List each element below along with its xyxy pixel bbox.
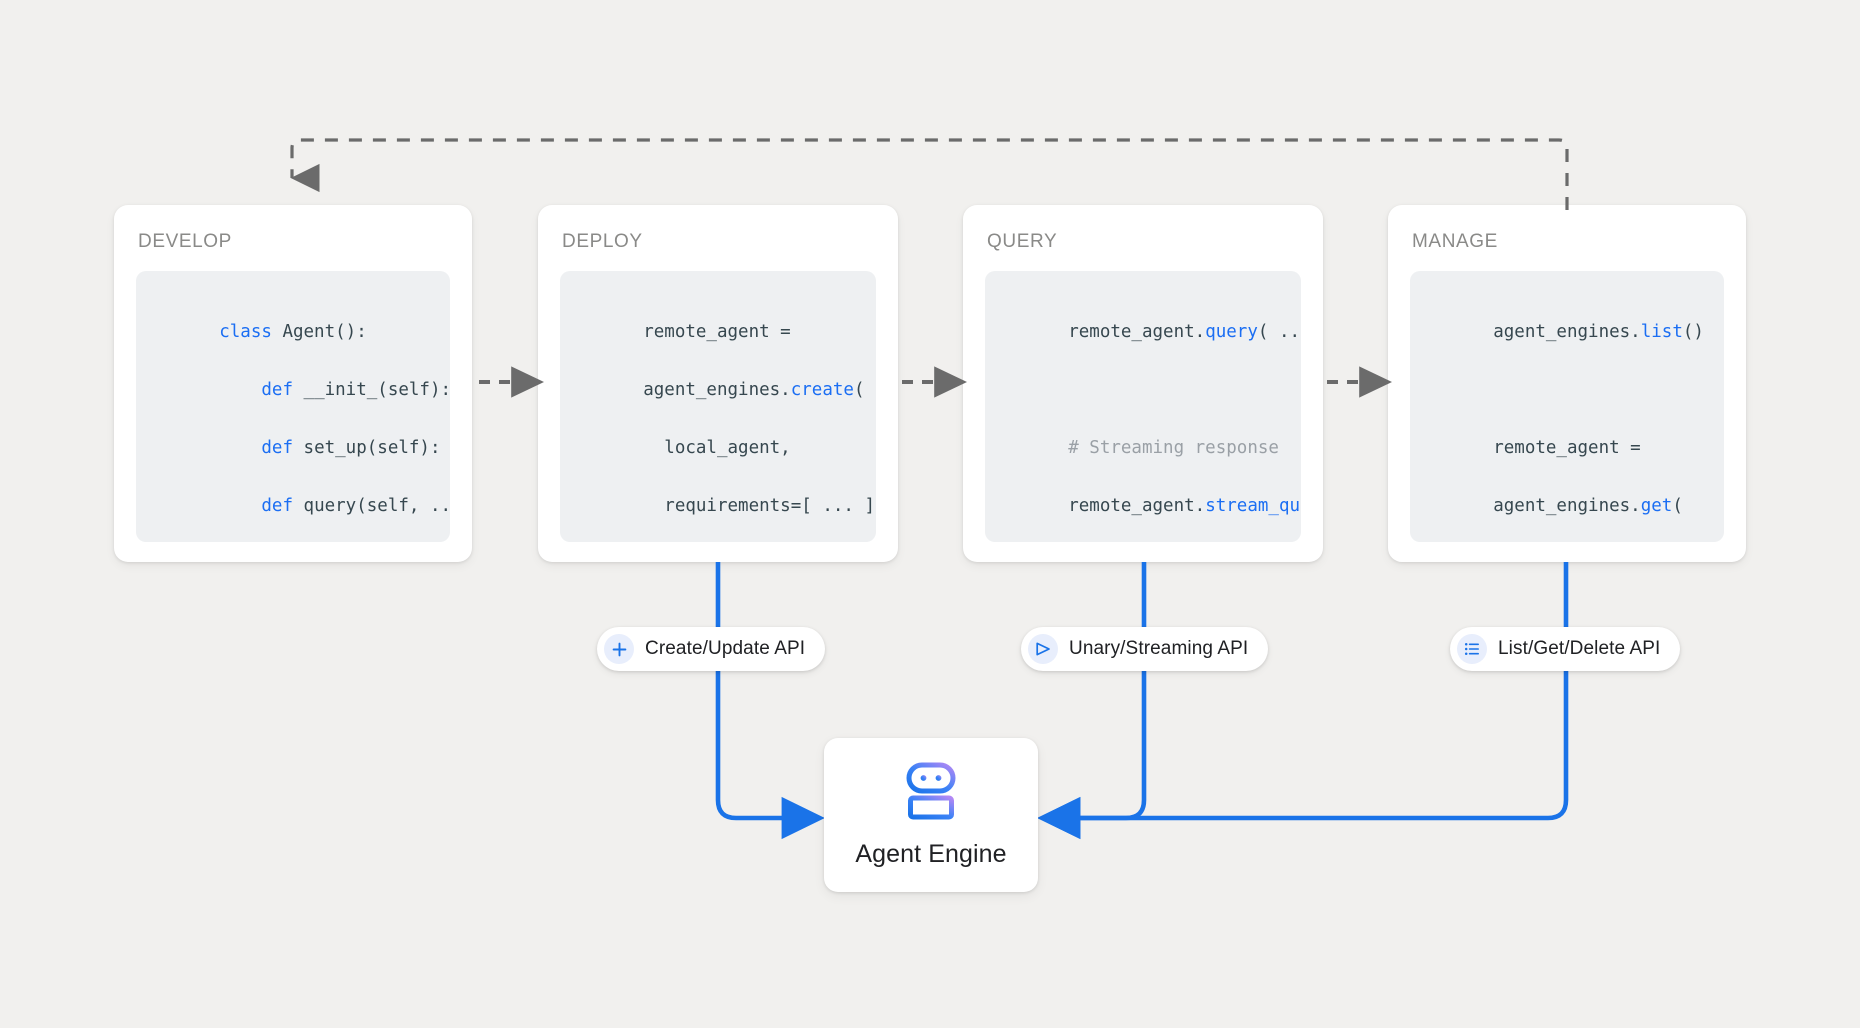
code-line: # Streaming response <box>1068 438 1279 458</box>
code-line: agent_engines.create( <box>643 380 865 400</box>
code-line: agent_engines.get( <box>1493 496 1683 516</box>
code-line: local_agent, <box>643 438 791 458</box>
code-line: def set_up(self): <box>261 438 441 458</box>
code-line: agent_engines.list() <box>1493 322 1704 342</box>
stage-card-query[interactable]: QUERY remote_agent.query( ... ) # Stream… <box>963 205 1323 562</box>
api-pill-label: List/Get/Delete API <box>1498 638 1661 659</box>
send-triangle-icon <box>1028 634 1058 664</box>
code-block-develop: class Agent(): def __init_(self): def se… <box>136 271 450 542</box>
code-line: def query(self, ... ): <box>261 496 450 516</box>
list-icon <box>1457 634 1487 664</box>
code-line: remote_agent.query( ... ) <box>1068 322 1301 342</box>
code-line: remote_agent = <box>1493 438 1641 458</box>
stage-title-deploy: DEPLOY <box>562 231 643 252</box>
stage-card-develop[interactable]: DEVELOP class Agent(): def __init_(self)… <box>114 205 472 562</box>
code-block-deploy: remote_agent = agent_engines.create( loc… <box>560 271 876 542</box>
stage-card-deploy[interactable]: DEPLOY remote_agent = agent_engines.crea… <box>538 205 898 562</box>
feedback-arrow-manage-to-develop <box>290 138 1569 210</box>
plus-icon <box>604 634 634 664</box>
agent-engine-node[interactable]: Agent Engine <box>824 738 1038 892</box>
connector-manage-to-agent-engine <box>1037 562 1569 840</box>
code-line: class Agent(): <box>219 322 367 342</box>
api-pill-label: Unary/Streaming API <box>1069 638 1249 659</box>
code-block-manage: agent_engines.list() remote_agent = agen… <box>1410 271 1724 542</box>
stage-title-manage: MANAGE <box>1412 231 1498 252</box>
stage-title-develop: DEVELOP <box>138 231 232 252</box>
code-line: remote_agent = <box>643 322 791 342</box>
code-block-query: remote_agent.query( ... ) # Streaming re… <box>985 271 1301 542</box>
api-pill-list-get-delete[interactable]: List/Get/Delete API <box>1450 627 1681 671</box>
stage-title-query: QUERY <box>987 231 1058 252</box>
api-pill-unary-streaming[interactable]: Unary/Streaming API <box>1021 627 1269 671</box>
connector-deploy-to-agent-engine <box>715 562 825 840</box>
connector-query-to-agent-engine <box>1037 562 1147 840</box>
code-line: requirements=[ ... ], <box>643 496 876 516</box>
api-pill-label: Create/Update API <box>645 638 806 659</box>
code-line: def __init_(self): <box>261 380 450 400</box>
stage-card-manage[interactable]: MANAGE agent_engines.list() remote_agent… <box>1388 205 1746 562</box>
robot-icon <box>897 761 965 828</box>
api-pill-create-update[interactable]: Create/Update API <box>597 627 826 671</box>
code-line: remote_agent.stream_query <box>1068 496 1301 516</box>
agent-engine-label: Agent Engine <box>855 840 1007 868</box>
